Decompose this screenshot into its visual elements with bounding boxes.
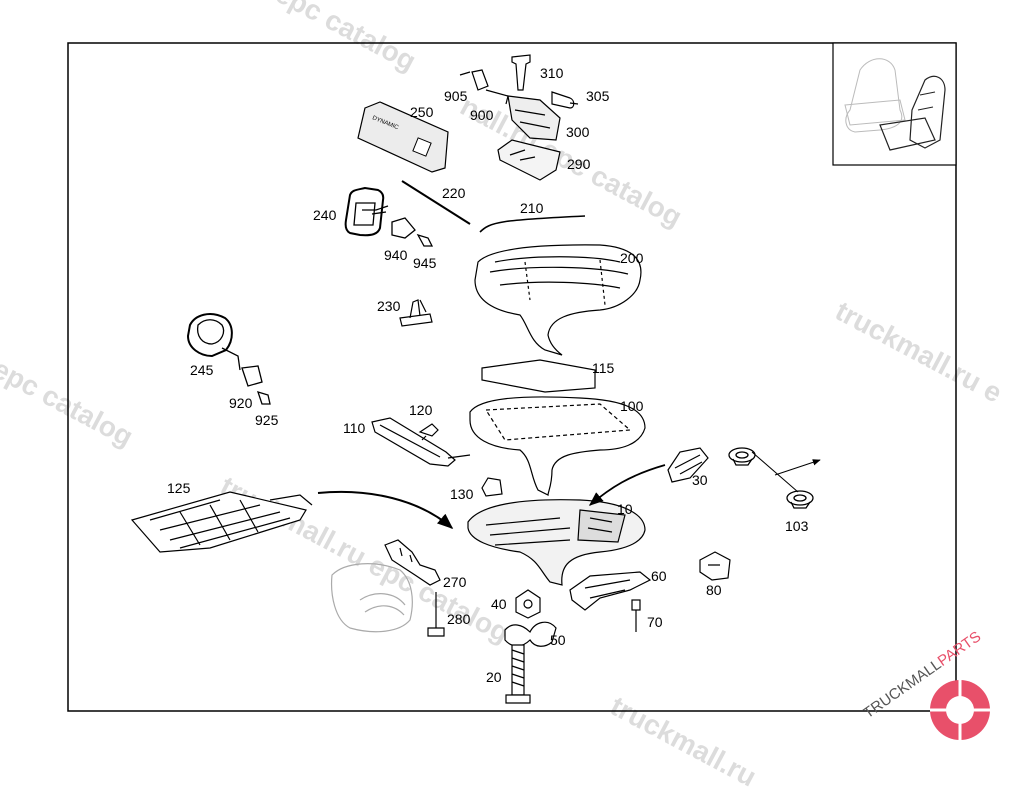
clip-120[interactable] <box>418 423 439 441</box>
part-label-245[interactable]: 245 <box>190 362 214 378</box>
switch-cluster[interactable] <box>459 54 579 181</box>
part-label-80[interactable]: 80 <box>706 582 722 598</box>
arrow-30-to-frame <box>588 464 666 506</box>
part-label-30[interactable]: 30 <box>692 472 708 488</box>
arrow-mat-to-frame <box>317 490 454 530</box>
part-label-125[interactable]: 125 <box>167 480 191 496</box>
switch-240[interactable] <box>344 186 434 247</box>
part-label-210[interactable]: 210 <box>520 200 544 216</box>
seat-trim-strip-210[interactable] <box>479 215 586 233</box>
bracket-230[interactable] <box>399 299 433 327</box>
switch-245[interactable] <box>186 313 271 405</box>
part-label-103[interactable]: 103 <box>785 518 809 534</box>
parts-diagram: DYNAMIC <box>67 42 990 740</box>
clip-130[interactable] <box>481 477 503 497</box>
part-label-925[interactable]: 925 <box>255 412 279 428</box>
part-label-250[interactable]: 250 <box>410 104 434 120</box>
trim-panel-60[interactable] <box>569 571 652 611</box>
pin-70[interactable] <box>631 599 641 632</box>
part-label-290[interactable]: 290 <box>567 156 591 172</box>
clamp-50[interactable] <box>504 621 557 647</box>
truckmall-logo <box>930 680 990 740</box>
part-label-230[interactable]: 230 <box>377 298 401 314</box>
switch-panel-250[interactable]: DYNAMIC <box>357 101 449 173</box>
seat-trim-strip-220[interactable] <box>401 180 471 225</box>
bolt-20[interactable] <box>505 644 531 704</box>
bolt-280[interactable] <box>427 592 445 637</box>
part-label-100[interactable]: 100 <box>620 398 644 414</box>
part-label-40[interactable]: 40 <box>491 596 507 612</box>
part-label-110[interactable]: 110 <box>343 420 366 436</box>
side-panel-30[interactable] <box>667 447 709 483</box>
part-label-300[interactable]: 300 <box>566 124 590 140</box>
part-label-940[interactable]: 940 <box>384 247 408 263</box>
part-label-920[interactable]: 920 <box>229 395 253 411</box>
heater-pad-115[interactable] <box>481 359 596 393</box>
heating-mat-125[interactable] <box>130 491 313 553</box>
part-label-270[interactable]: 270 <box>443 574 467 590</box>
seat-inset-thumbnail[interactable] <box>832 42 957 166</box>
bushing-40[interactable] <box>515 589 541 619</box>
airbag-module[interactable] <box>330 563 413 633</box>
part-label-20[interactable]: 20 <box>486 669 502 685</box>
side-cover-110[interactable] <box>371 417 471 467</box>
bracket-270[interactable] <box>384 539 441 586</box>
part-label-945[interactable]: 945 <box>413 255 437 271</box>
part-label-120[interactable]: 120 <box>409 402 433 418</box>
part-label-50[interactable]: 50 <box>550 632 566 648</box>
part-label-905[interactable]: 905 <box>444 88 468 104</box>
part-label-900[interactable]: 900 <box>470 107 494 123</box>
part-label-60[interactable]: 60 <box>651 568 667 584</box>
seat-cushion-cover-200[interactable] <box>474 244 642 356</box>
grommet-103[interactable] <box>728 447 821 509</box>
part-label-305[interactable]: 305 <box>586 88 610 104</box>
part-label-310[interactable]: 310 <box>540 65 564 81</box>
part-label-10[interactable]: 10 <box>617 501 633 517</box>
seat-foam-cushion-100[interactable] <box>469 396 646 496</box>
diagram-frame <box>67 42 957 712</box>
part-label-130[interactable]: 130 <box>450 486 474 502</box>
part-label-70[interactable]: 70 <box>647 614 663 630</box>
part-label-240[interactable]: 240 <box>313 207 337 223</box>
seat-frame-10[interactable] <box>467 499 646 586</box>
part-label-115[interactable]: 115 <box>592 360 615 376</box>
block-80[interactable] <box>699 551 731 581</box>
part-label-220[interactable]: 220 <box>442 185 466 201</box>
part-label-280[interactable]: 280 <box>447 611 471 627</box>
part-label-200[interactable]: 200 <box>620 250 644 266</box>
